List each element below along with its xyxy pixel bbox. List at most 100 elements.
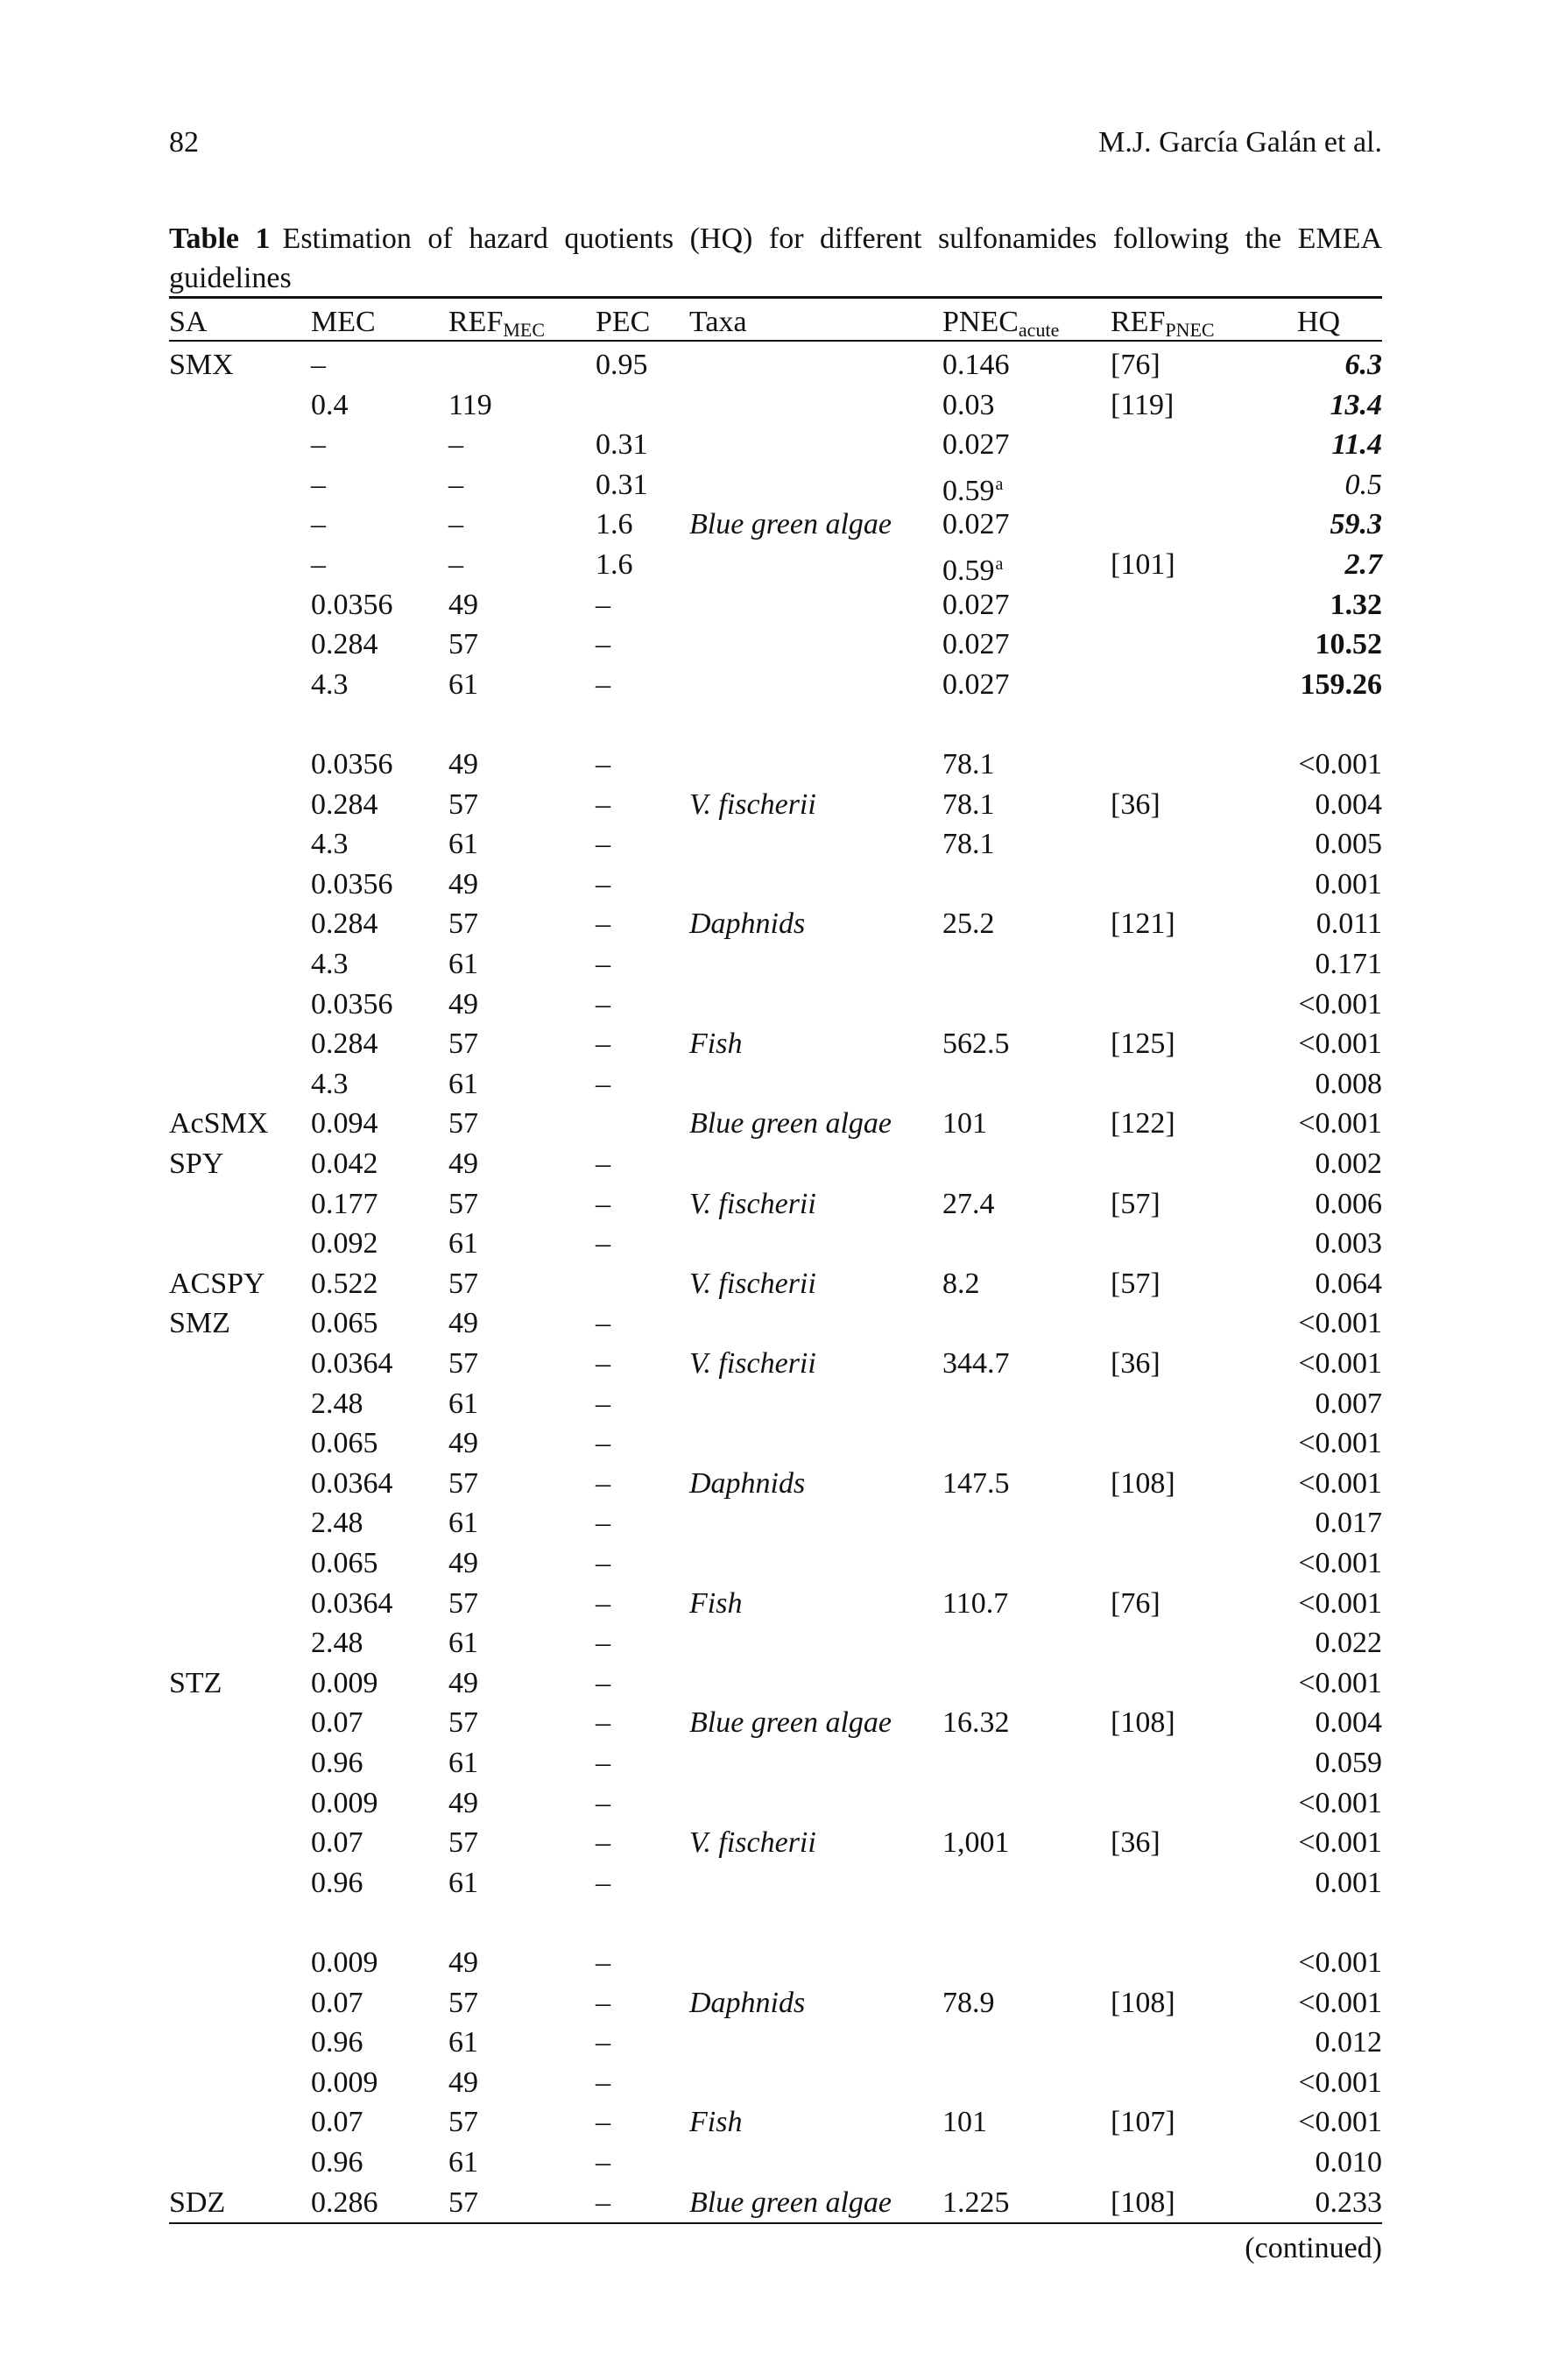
cell-pec: – (596, 1627, 610, 1660)
cell-ref-mec: 57 (448, 1826, 478, 1860)
cell-mec: 0.96 (311, 2026, 363, 2059)
cell-ref-mec: 49 (448, 987, 478, 1021)
cell-mec: 0.07 (311, 1986, 363, 2019)
cell-mec: 0.009 (311, 1946, 378, 1979)
cell-mec: – (311, 548, 326, 581)
cell-pnec: 78.9 (942, 1986, 995, 2019)
cell-pnec: 1.225 (942, 2186, 1010, 2219)
cell-hq: 0.171 (1315, 948, 1383, 980)
table-caption-text: Estimation of hazard quotients (HQ) for … (169, 222, 1382, 294)
cell-pec: 1.6 (596, 548, 633, 581)
cell-pec: – (596, 1387, 610, 1420)
cell-mec: 0.009 (311, 2066, 378, 2099)
cell-ref-mec: 61 (448, 2026, 478, 2059)
cell-pec: – (596, 2186, 610, 2219)
cell-pec: 0.31 (596, 468, 648, 501)
footnote-marker: a (995, 554, 1004, 574)
cell-ref-mec: 49 (448, 1547, 478, 1579)
cell-hq: <0.001 (1298, 1786, 1382, 1819)
cell-ref-mec: 61 (448, 1227, 478, 1261)
cell-ref-mec: 49 (448, 1666, 478, 1699)
cell-mec: 0.284 (311, 908, 378, 941)
cell-ref-mec: 49 (448, 1946, 478, 1979)
cell-hq: <0.001 (1298, 1466, 1382, 1500)
cell-taxa: V. fischerii (689, 1826, 816, 1860)
cell-pec: – (596, 1187, 610, 1220)
cell-pnec: 78.1 (942, 748, 995, 780)
cell-mec: 0.4 (311, 388, 349, 421)
cell-taxa: V. fischerii (689, 1347, 816, 1380)
cell-hq: 2.7 (1344, 548, 1383, 581)
cell-mec: – (311, 349, 326, 381)
cell-sa: SMX (169, 349, 234, 381)
cell-ref-mec: – (448, 428, 463, 462)
cell-hq: 0.001 (1315, 867, 1383, 900)
cell-taxa: Blue green algae (689, 1107, 892, 1141)
table-label: Table 1 (169, 222, 271, 255)
cell-pec: – (596, 987, 610, 1021)
cell-hq: 0.022 (1315, 1627, 1383, 1660)
cell-pnec: 16.32 (942, 1706, 1010, 1740)
cell-pec: – (596, 908, 610, 941)
cell-hq: <0.001 (1298, 748, 1382, 780)
cell-pec: – (596, 1946, 610, 1979)
cell-mec: 0.092 (311, 1227, 378, 1261)
cell-hq: <0.001 (1298, 1307, 1382, 1340)
header-pec: PEC (596, 306, 651, 338)
cell-pnec: 25.2 (942, 908, 995, 941)
cell-sa: AcSMX (169, 1107, 269, 1141)
cell-mec: 0.177 (311, 1187, 378, 1220)
cell-mec: 0.284 (311, 628, 378, 661)
table-header-rule (169, 340, 1382, 342)
cell-mec: 4.3 (311, 948, 349, 980)
cell-hq: 0.012 (1315, 2026, 1383, 2059)
cell-taxa: Blue green algae (689, 2186, 892, 2219)
cell-hq: 13.4 (1330, 388, 1383, 421)
running-head: M.J. García Galán et al. (1098, 126, 1382, 159)
cell-pec: – (596, 867, 610, 900)
cell-pec: – (596, 1227, 610, 1261)
cell-pec: – (596, 667, 610, 701)
cell-taxa: Daphnids (689, 908, 806, 941)
cell-hq: 6.3 (1344, 349, 1383, 381)
cell-mec: 0.0356 (311, 748, 393, 780)
table-bottom-rule (169, 2222, 1382, 2224)
cell-pnec: 0.027 (942, 508, 1010, 541)
cell-taxa: V. fischerii (689, 1187, 816, 1220)
cell-pnec: 0.027 (942, 428, 1010, 462)
cell-mec: 2.48 (311, 1507, 363, 1540)
cell-hq: 0.005 (1315, 828, 1383, 861)
cell-hq: 0.006 (1315, 1187, 1383, 1220)
cell-ref-mec: 57 (448, 1107, 478, 1141)
cell-pnec: 0.59a (942, 554, 1004, 587)
cell-pnec: 0.03 (942, 388, 995, 421)
table-top-rule (169, 296, 1382, 299)
cell-hq: 0.008 (1315, 1067, 1383, 1100)
cell-sa: SPY (169, 1148, 224, 1180)
cell-ref-mec: 57 (448, 1466, 478, 1500)
cell-pnec: 1,001 (942, 1826, 1010, 1860)
cell-ref-mec: – (448, 508, 463, 541)
cell-mec: 2.48 (311, 1387, 363, 1420)
